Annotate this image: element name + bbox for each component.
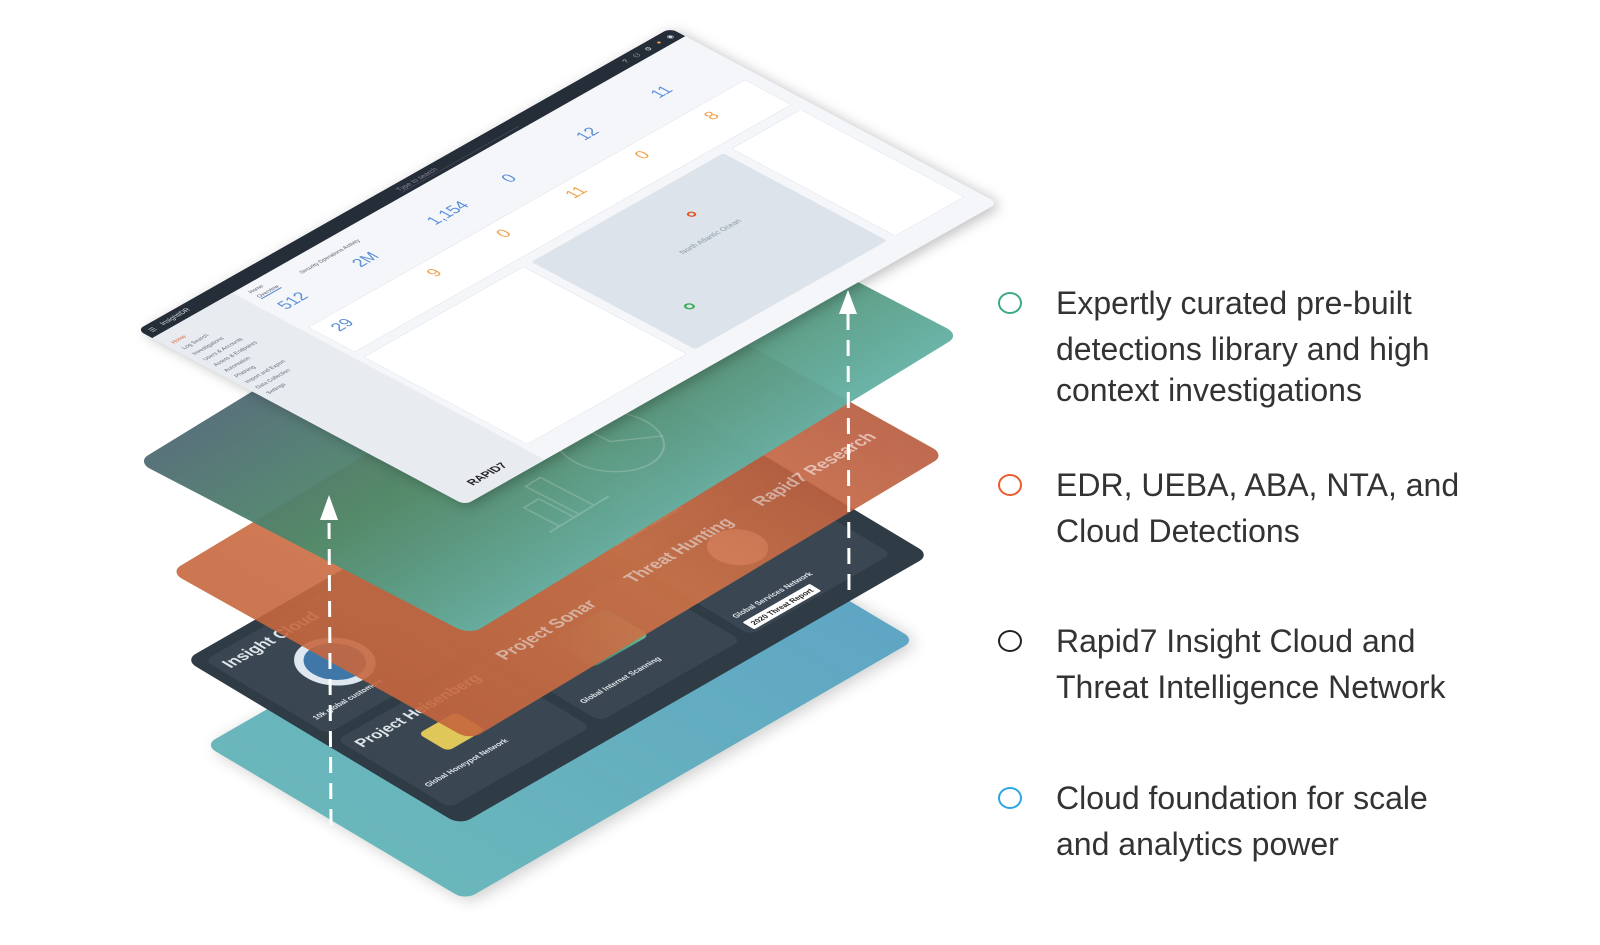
feature-text: Expertly curated pre-built <box>1056 285 1412 321</box>
circle-bullet-icon <box>998 630 1022 652</box>
circle-bullet-icon <box>998 292 1022 314</box>
circle-bullet-icon <box>998 787 1022 809</box>
feature-text: detections library and high <box>1056 331 1430 367</box>
arrow-line-left <box>327 514 333 826</box>
feature-text: and analytics power <box>1056 826 1339 862</box>
arrow-up-icon <box>320 495 338 520</box>
feature-text: Cloud foundation for scale <box>1056 780 1428 816</box>
circle-bullet-icon <box>998 474 1022 496</box>
feature-text: EDR, UEBA, ABA, NTA, and <box>1056 467 1460 503</box>
arrow-up-icon <box>839 290 857 314</box>
feature-text: Threat Intelligence Network <box>1056 669 1446 705</box>
feature-text: Cloud Detections <box>1056 513 1300 549</box>
arrow-line-right <box>846 311 851 591</box>
feature-text: Rapid7 Insight Cloud and <box>1056 623 1416 659</box>
bar-chart-icon <box>522 476 610 533</box>
feature-text: context investigations <box>1056 372 1362 408</box>
